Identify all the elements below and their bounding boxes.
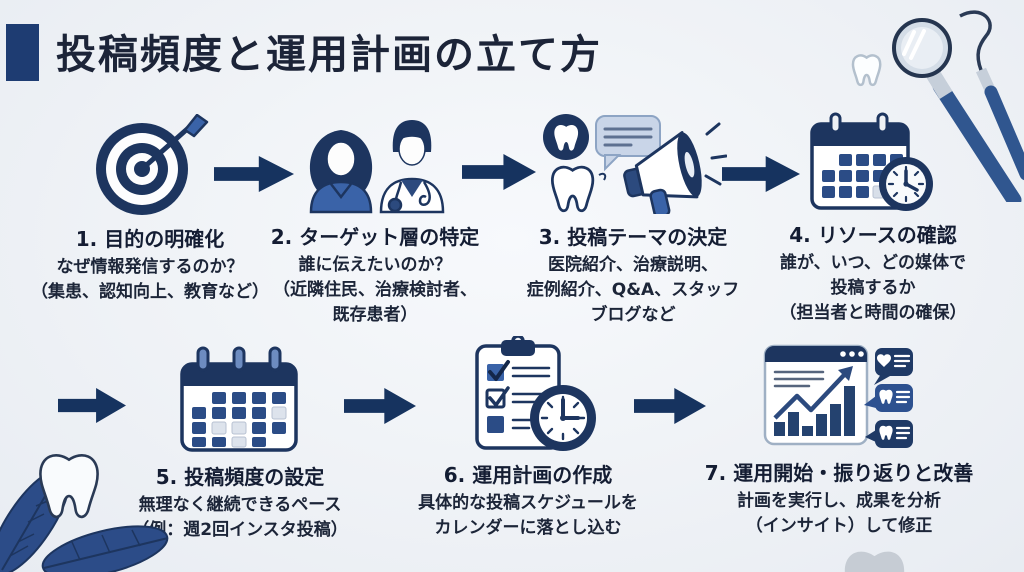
step-5-label: 5. 投稿頻度の設定 — [155, 465, 325, 489]
tooth-silhouette-decoration — [844, 551, 905, 572]
step-1-description: なぜ情報発信するのか？ （集患、認知向上、教育など） — [31, 255, 269, 305]
step-4-description: 誰が、いつ、どの媒体で 投稿するか （担当者と時間の確保） — [780, 251, 967, 326]
clipboard-clock-icon — [457, 336, 599, 452]
step-1-line: なぜ情報発信するのか？ — [56, 257, 244, 277]
dental-mirror-icon — [892, 18, 1022, 202]
step-3-line: 医院紹介、治療説明、 — [548, 255, 718, 275]
tooth-megaphone-icon — [539, 110, 727, 214]
step-7-line: （インサイト）して修正 — [745, 516, 933, 536]
step-3: 3. 投稿テーマの決定 医院紹介、治療説明、 症例紹介、Q&A、スタッフ ブログ… — [516, 110, 750, 328]
step-1-label: 1. 目的の明確化 — [75, 227, 225, 251]
step-2-line: 誰に伝えたいのか？ — [298, 255, 452, 275]
analytics-feedback-icon — [763, 336, 915, 450]
step-3-label: 3. 投稿テーマの決定 — [538, 225, 728, 249]
page-title: 投稿頻度と運用計画の立て方 — [56, 32, 602, 78]
step-7-label: 7. 運用開始・振り返りと改善 — [704, 461, 974, 485]
step-4-line: 誰が、いつ、どの媒体で — [780, 253, 966, 273]
chat-bubble-heart — [874, 348, 913, 385]
leaves-and-tooth-decoration — [0, 454, 169, 572]
step-1: 1. 目的の明確化 なぜ情報発信するのか？ （集患、認知向上、教育など） — [30, 112, 270, 305]
tooth-outline-icon — [851, 54, 882, 87]
step-1-line: （集患、認知向上、教育など） — [31, 282, 269, 302]
step-6-line: 具体的な投稿スケジュールを — [418, 493, 638, 513]
step-3-line: 症例紹介、Q&A、スタッフ — [526, 280, 740, 300]
step-2-line: 既存患者） — [332, 305, 418, 325]
step-2: 2. ターゲット層の特定 誰に伝えたいのか？ （近隣住民、治療検討者、 既存患者… — [258, 110, 492, 328]
step-6-line: カレンダーに落とし込む — [434, 518, 622, 538]
step-4-label: 4. リソースの確認 — [789, 223, 957, 247]
step-7-description: 計画を実行し、成果を分析 （インサイト）して修正 — [737, 489, 941, 539]
dental-tools-decoration — [851, 10, 1024, 202]
step-7: 7. 運用開始・振り返りと改善 計画を実行し、成果を分析 （インサイト）して修正 — [688, 336, 990, 539]
step-5: 5. 投稿頻度の設定 無理なく継続できるペース （例：週2回インスタ投稿） — [105, 340, 375, 543]
step-6: 6. 運用計画の作成 具体的な投稿スケジュールを カレンダーに落とし込む — [393, 336, 663, 541]
step-5-line: 無理なく継続できるペース — [138, 495, 342, 515]
calendar-icon — [178, 340, 302, 454]
step-7-line: 計画を実行し、成果を分析 — [737, 491, 941, 511]
step-5-line: （例：週2回インスタ投稿） — [132, 520, 348, 540]
step-3-description: 医院紹介、治療説明、 症例紹介、Q&A、スタッフ ブログなど — [527, 253, 739, 328]
step-4: 4. リソースの確認 誰が、いつ、どの媒体で 投稿するか （担当者と時間の確保） — [756, 108, 990, 326]
title-accent-square — [6, 24, 39, 81]
step-4-line: （担当者と時間の確保） — [779, 303, 967, 323]
step-2-description: 誰に伝えたいのか？ （近隣住民、治療検討者、 既存患者） — [273, 253, 477, 328]
step-5-description: 無理なく継続できるペース （例：週2回インスタ投稿） — [132, 493, 348, 543]
step-4-line: 投稿するか — [830, 278, 916, 298]
step-3-line: ブログなど — [590, 305, 676, 325]
tooth-outline-icon — [39, 454, 99, 519]
dental-probe-icon — [959, 10, 1024, 181]
target-icon — [90, 112, 210, 216]
step-2-label: 2. ターゲット層の特定 — [270, 225, 480, 249]
calendar-clock-icon — [808, 108, 938, 212]
step-6-description: 具体的な投稿スケジュールを カレンダーに落とし込む — [418, 491, 638, 541]
patient-and-doctor-icon — [295, 110, 455, 214]
step-2-line: （近隣住民、治療検討者、 — [273, 280, 477, 300]
step-6-label: 6. 運用計画の作成 — [443, 463, 613, 487]
